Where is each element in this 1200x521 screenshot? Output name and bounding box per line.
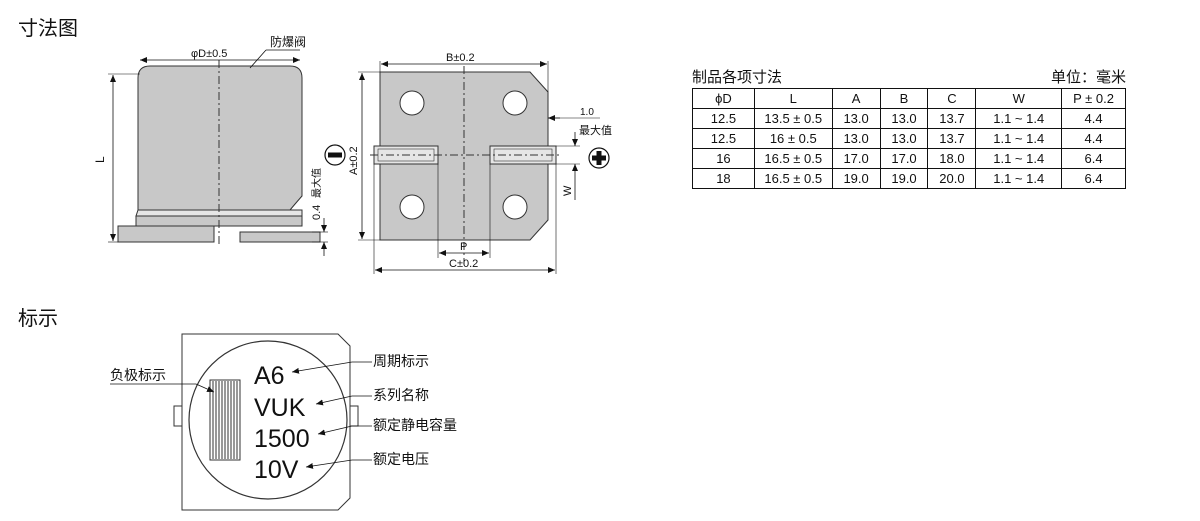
length-label: L <box>93 156 107 163</box>
right-lead-tab <box>349 405 359 427</box>
mount-hole <box>502 90 528 116</box>
table-cell: 13.5 ± 0.5 <box>753 108 833 129</box>
table-cell: 16 ± 0.5 <box>753 128 833 149</box>
table-title: 制品各项寸法 <box>692 68 783 86</box>
table-cell: 18.0 <box>927 148 977 169</box>
side-view: φD±0.5 防爆阀 L 0.4 最大值 <box>93 34 328 256</box>
seat <box>135 209 303 217</box>
a-dimension-label: A±0.2 <box>348 146 360 175</box>
table-header-bar: 制品各项寸法 单位：毫米 <box>692 66 1126 88</box>
diameter-label: φD±0.5 <box>191 48 227 60</box>
table-cell: 1.1 ~ 1.4 <box>975 168 1063 189</box>
col-header-p: P ± 0.2 <box>1061 88 1126 109</box>
left-lead-tab <box>173 405 183 427</box>
positive-symbol-text: + <box>300 0 301 1</box>
table-unit: 单位：毫米 <box>1050 68 1126 86</box>
callout-series: 系列名称 <box>373 388 429 404</box>
col-header-w: W <box>975 88 1063 109</box>
w-dimension-label: W <box>562 185 574 196</box>
col-header-b: B <box>879 88 929 109</box>
table-cell: 13.0 <box>879 108 929 129</box>
table-cell: 13.7 <box>927 128 977 149</box>
table-cell: 19.0 <box>879 168 929 189</box>
left-terminal <box>117 225 215 243</box>
table-header-row: ϕD L A B C W P ± 0.2 <box>692 88 1126 109</box>
table-cell: 1.1 ~ 1.4 <box>975 108 1063 129</box>
table-cell: 16.5 ± 0.5 <box>753 148 833 169</box>
capacitor-body <box>137 65 303 211</box>
marking-view: 负极标示 A6 VUK 1500 10V 周期标示 系列名称 额定静电容量 额定… <box>110 333 457 511</box>
offset-max-label: 最大值 <box>579 123 612 137</box>
marking-line-capacitance: 1500 <box>254 425 310 453</box>
b-dimension-label: B±0.2 <box>446 52 475 64</box>
mount-hole <box>399 194 425 220</box>
table-cell: 16 <box>692 148 755 169</box>
callout-date-code: 周期标示 <box>373 354 429 370</box>
marking-line-date-code: A6 <box>254 362 285 390</box>
table-row: 18 16.5 ± 0.5 19.0 19.0 20.0 1.1 ~ 1.4 6… <box>692 168 1126 189</box>
table-cell: 20.0 <box>927 168 977 189</box>
c-dimension-label: C±0.2 <box>449 258 478 270</box>
table-cell: 4.4 <box>1061 128 1126 149</box>
callout-voltage: 额定电压 <box>373 452 429 468</box>
dimension-table-block: 制品各项寸法 单位：毫米 ϕD L A B C W P ± 0.2 12.5 1… <box>692 66 1126 189</box>
table-cell: 12.5 <box>692 128 755 149</box>
marking-line-voltage: 10V <box>254 456 299 484</box>
mount-hole <box>502 194 528 220</box>
table-cell: 12.5 <box>692 108 755 129</box>
table-cell: 13.0 <box>831 128 881 149</box>
terminal-thickness-label: 0.4 <box>311 205 323 220</box>
table-cell: 13.0 <box>879 128 929 149</box>
table-cell: 18 <box>692 168 755 189</box>
table-row: 12.5 13.5 ± 0.5 13.0 13.0 13.7 1.1 ~ 1.4… <box>692 108 1126 129</box>
table-row: 16 16.5 ± 0.5 17.0 17.0 18.0 1.1 ~ 1.4 6… <box>692 148 1126 169</box>
offset-value-label: 1.0 <box>580 107 594 118</box>
callout-capacitance: 额定静电容量 <box>373 417 457 434</box>
table-cell: 17.0 <box>879 148 929 169</box>
col-header-length: L <box>753 88 833 109</box>
marking-section-title: 标示 <box>18 306 58 330</box>
table-cell: 13.7 <box>927 108 977 129</box>
table-cell: 4.4 <box>1061 108 1126 129</box>
negative-label: 负极标示 <box>110 368 166 384</box>
mount-hole <box>399 90 425 116</box>
col-header-a: A <box>831 88 881 109</box>
table-cell: 17.0 <box>831 148 881 169</box>
marking-line-series: VUK <box>254 394 306 422</box>
bottom-view: B±0.2 A±0.2 P C±0.2 W 1.0 最大值 − + <box>300 0 612 274</box>
terminal-max-label: 最大值 <box>310 168 323 198</box>
dimension-table: ϕD L A B C W P ± 0.2 12.5 13.5 ± 0.5 13.… <box>692 88 1126 189</box>
right-terminal <box>239 231 321 243</box>
table-cell: 6.4 <box>1061 148 1126 169</box>
col-header-c: C <box>927 88 977 109</box>
table-cell: 1.1 ~ 1.4 <box>975 148 1063 169</box>
dimensions-section-title: 寸法图 <box>18 16 78 40</box>
table-cell: 19.0 <box>831 168 881 189</box>
table-cell: 13.0 <box>831 108 881 129</box>
table-cell: 6.4 <box>1061 168 1126 189</box>
table-cell: 1.1 ~ 1.4 <box>975 128 1063 149</box>
table-row: 12.5 16 ± 0.5 13.0 13.0 13.7 1.1 ~ 1.4 4… <box>692 128 1126 149</box>
p-dimension-label: P <box>460 241 467 253</box>
vent-label: 防爆阀 <box>270 34 306 49</box>
table-cell: 16.5 ± 0.5 <box>753 168 833 189</box>
col-header-diameter: ϕD <box>692 88 755 109</box>
